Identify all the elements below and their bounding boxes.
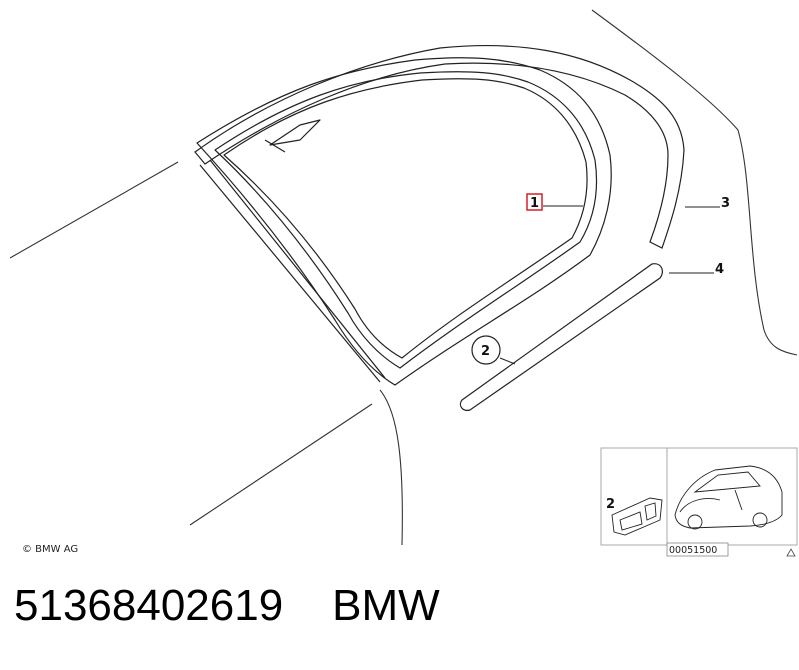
corner-triangle-icon — [786, 548, 796, 557]
parts-diagram: 1 2 3 4 © BMW AG 2 00051500 — [9, 9, 798, 557]
callout-1-label[interactable]: 1 — [530, 196, 539, 211]
callout-1-highlight-box — [526, 193, 543, 211]
inset-callout-label[interactable]: 2 — [606, 497, 615, 512]
callout-4-label[interactable]: 4 — [715, 262, 724, 277]
car-thumbnail — [674, 465, 783, 530]
callout-3-label[interactable]: 3 — [721, 196, 730, 211]
copyright-text: © BMW AG — [22, 544, 78, 555]
part-number: 51368402619 — [14, 581, 284, 630]
clip-part-sketch — [611, 497, 663, 536]
callout-2-circle — [471, 335, 501, 365]
callout-2-label[interactable]: 2 — [481, 344, 490, 359]
reference-number: 00051500 — [669, 545, 717, 556]
trim-strip-2 — [459, 263, 663, 411]
seal-part-3 — [194, 44, 685, 249]
part-caption: 51368402619 BMW — [14, 584, 440, 628]
leader-lines — [499, 205, 720, 365]
inset-panel: 2 00051500 — [600, 447, 798, 557]
car-body-outline — [9, 9, 798, 546]
brand-name: BMW — [332, 581, 440, 630]
window-frame — [196, 57, 612, 386]
reference-box — [666, 542, 729, 557]
